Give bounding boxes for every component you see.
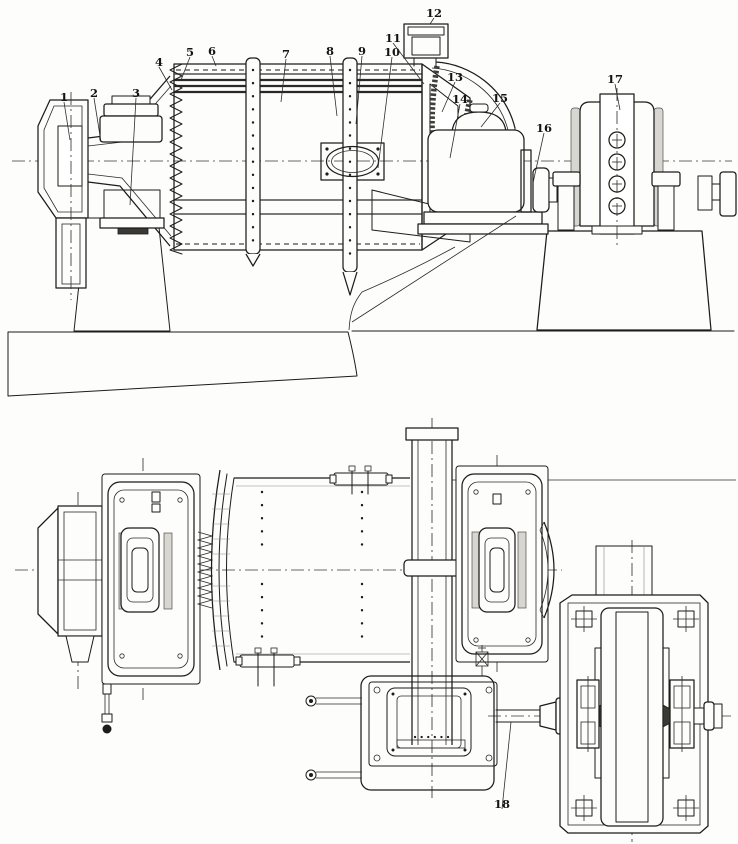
- callout-leader: [377, 56, 393, 169]
- feed-bearing-plan: [101, 473, 214, 734]
- callout-leader: [501, 721, 512, 810]
- side-view: [7, 23, 737, 397]
- callout-label: 18: [494, 797, 510, 811]
- lube-pipes: [305, 695, 362, 781]
- plan-view: [15, 418, 736, 842]
- mill-shell-plan: [210, 465, 410, 687]
- callout-leader: [129, 97, 137, 206]
- callout-label: 2: [90, 86, 98, 100]
- feed-hopper-plan: [37, 505, 103, 663]
- callout-leader: [392, 42, 425, 85]
- concrete-foundation: [7, 217, 735, 397]
- callout-leader: [180, 56, 191, 81]
- callout-leader: [63, 101, 71, 141]
- callout-label: 7: [282, 47, 290, 61]
- feed-main-bearing: [99, 95, 165, 229]
- callout-leader: [280, 58, 287, 103]
- trunnion-ribs: [196, 531, 214, 609]
- discharge-bearing: [417, 103, 549, 235]
- callout-label: 11: [385, 31, 401, 45]
- manhole-clamp-top: [329, 465, 393, 495]
- motor-foundation-block: [536, 230, 712, 331]
- motor: [570, 88, 664, 246]
- base-bolts: [571, 606, 699, 821]
- mill-shell: [169, 57, 423, 296]
- callout-label: 10: [384, 45, 400, 59]
- shell-strap-left: [245, 57, 261, 267]
- pinion-box-plan: [305, 645, 498, 791]
- callout-leader: [429, 17, 435, 25]
- callout-leader: [441, 81, 456, 113]
- callout-label: 15: [492, 91, 508, 105]
- manhole-clamp-bottom: [235, 647, 301, 687]
- shell-strap-right: [342, 57, 358, 296]
- callout-label: 1: [60, 90, 68, 104]
- lubricator-box: [403, 23, 449, 67]
- callout-leader: [211, 55, 217, 67]
- callout-label: 17: [607, 72, 623, 86]
- callout-leader: [532, 132, 545, 184]
- callout-label: 8: [326, 44, 334, 58]
- motor-plan: [559, 545, 723, 834]
- callout-leader: [480, 102, 501, 128]
- discharge-cone: [543, 521, 555, 619]
- end-flange-serration: [169, 63, 183, 255]
- gear-guard-plan: [403, 427, 736, 745]
- callout-label: 6: [208, 44, 216, 58]
- valve: [475, 645, 489, 676]
- discharge-chute: [348, 215, 517, 331]
- callout-label: 14: [452, 92, 468, 106]
- callout-leader: [614, 83, 621, 111]
- motor-bearing-pedestals: [576, 676, 695, 752]
- head-ribs: [212, 493, 230, 647]
- callout-label: 9: [358, 44, 366, 58]
- feed-funnel: [37, 92, 89, 300]
- callout-leader: [355, 55, 363, 125]
- callout-leader: [449, 103, 461, 159]
- callout-label: 3: [132, 86, 140, 100]
- callout-leader: [158, 66, 173, 91]
- discharge-bearing-plan: [455, 465, 555, 663]
- callout-label: 12: [426, 6, 442, 20]
- callout-label: 16: [536, 121, 552, 135]
- gauge-rod: [101, 683, 113, 734]
- coupling: [520, 149, 558, 213]
- pinion-shaft-bearings: [552, 171, 737, 231]
- callout-label: 5: [186, 45, 194, 59]
- callout-leader: [329, 55, 338, 117]
- callout-label: 13: [447, 70, 463, 84]
- callout-label: 4: [155, 55, 163, 69]
- callout-leader: [93, 97, 102, 143]
